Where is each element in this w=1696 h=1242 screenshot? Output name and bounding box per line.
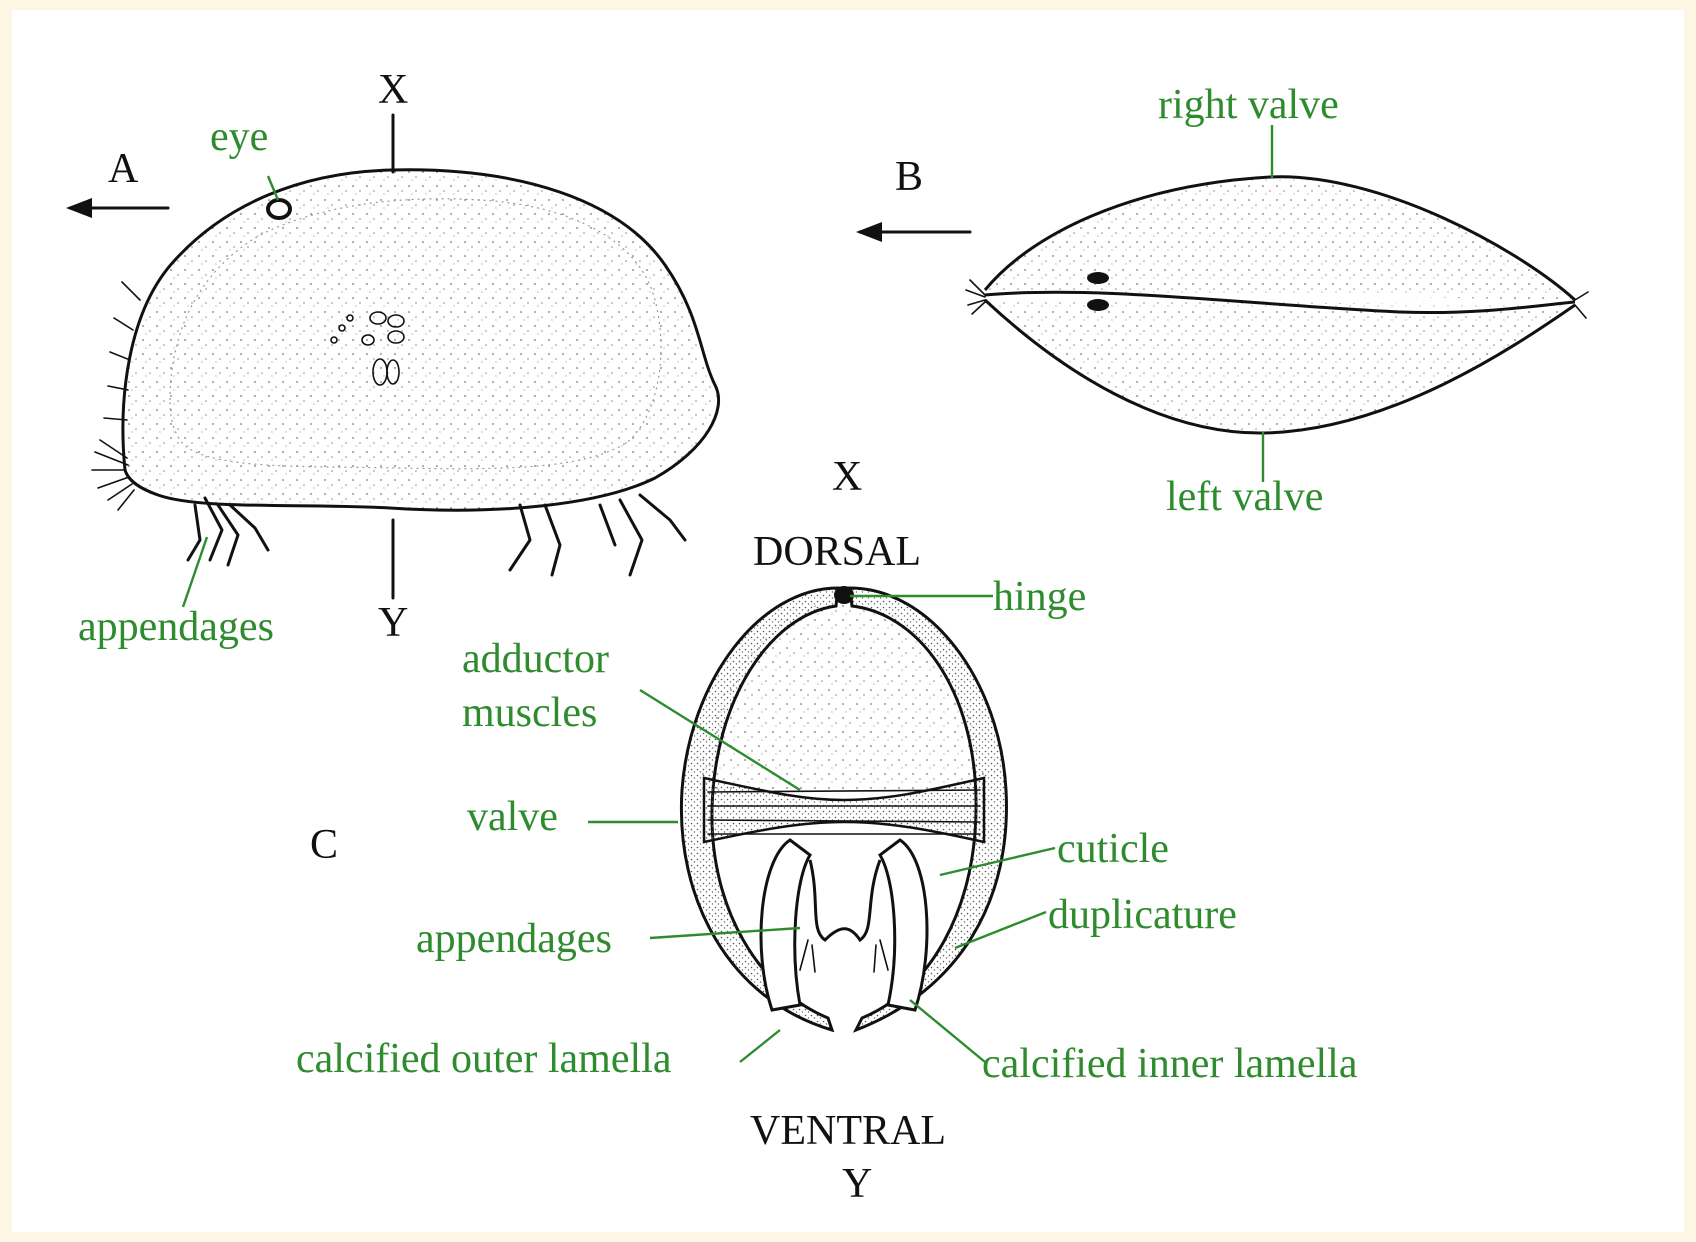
outer-lamella-label: calcified outer lamella: [296, 1036, 672, 1082]
appendages-c: [761, 840, 927, 1010]
inner-lamella-label: calcified inner lamella: [982, 1041, 1358, 1087]
adductor-label-line2: muscles: [462, 690, 597, 736]
panel-letter-b: B: [895, 154, 923, 200]
duplicature-label: duplicature: [1048, 892, 1237, 938]
panel-letter-c: C: [310, 822, 338, 868]
direction-arrow: [66, 198, 168, 218]
ventral-label: VENTRAL: [750, 1108, 946, 1154]
eye-spot-right: [1087, 272, 1109, 284]
hinge-label: hinge: [993, 574, 1086, 620]
axis-y-label-a: Y: [378, 600, 408, 646]
dorsal-label: DORSAL: [753, 529, 921, 575]
right-valve-label: right valve: [1158, 82, 1339, 128]
direction-arrow-b: [856, 222, 970, 242]
panel-letter-a: A: [108, 146, 139, 192]
left-valve-label: left valve: [1166, 474, 1323, 520]
inner-lamella-leader: [910, 1000, 985, 1062]
valve-label: valve: [467, 794, 558, 840]
axis-x-label-a: X: [378, 67, 408, 113]
left-valve-outline: [985, 300, 1575, 433]
adductor-label-line1: adductor: [462, 636, 609, 682]
axis-y-label-c: Y: [842, 1161, 872, 1207]
appendages-label-c: appendages: [416, 916, 612, 962]
panel-c: X DORSAL C VENTRAL Y hinge adductor musc…: [296, 454, 1358, 1207]
panel-b: B right valve left valve: [856, 82, 1588, 520]
outer-lamella-leader: [740, 1030, 780, 1062]
eye-icon: [268, 200, 290, 218]
panel-a: X Y A eye appendages: [66, 67, 719, 650]
cuticle-label: cuticle: [1057, 826, 1169, 872]
eye-spot-left: [1087, 299, 1109, 311]
right-valve-outline: [985, 177, 1575, 300]
carapace-outline: [123, 170, 719, 510]
eye-label: eye: [210, 114, 268, 160]
body-interior: [700, 600, 985, 790]
appendages-label-a: appendages: [78, 604, 274, 650]
axis-x-label-c: X: [832, 454, 862, 500]
